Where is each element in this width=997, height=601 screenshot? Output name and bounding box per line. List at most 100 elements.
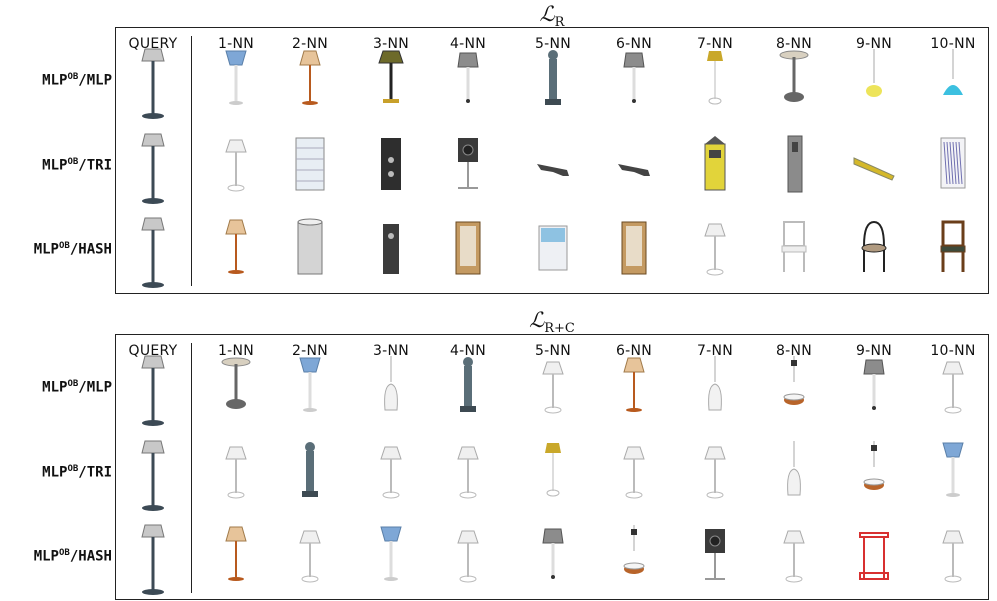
row-label-superscript: OB <box>67 72 79 82</box>
column-header: 6-NN <box>615 343 653 359</box>
query-thumbnail <box>123 45 183 121</box>
nn-thumbnail <box>923 214 983 290</box>
chair-black-icon <box>861 220 887 272</box>
nn-thumbnail <box>923 130 983 206</box>
speaker-stand-icon <box>458 138 478 189</box>
column-header: 1-NN <box>217 36 255 52</box>
row-label-method: MLP <box>42 157 68 174</box>
nn-thumbnail <box>438 130 498 206</box>
gun-icon <box>618 164 650 176</box>
row-label: MLPOB/HASH <box>0 241 112 258</box>
row-label: MLPOB/TRI <box>0 157 112 174</box>
nn-thumbnail <box>361 437 421 513</box>
lamp-white-icon <box>942 361 964 414</box>
column-header: 8-NN <box>775 36 813 52</box>
nn-thumbnail <box>604 214 664 290</box>
row-label-superscript: OB <box>59 548 70 558</box>
nn-thumbnail <box>280 437 340 513</box>
lamp-yellow-icon <box>545 443 561 497</box>
nn-thumbnail <box>604 352 664 428</box>
nn-thumbnail <box>523 214 583 290</box>
tower-dark-icon <box>383 224 399 274</box>
nn-thumbnail <box>685 352 745 428</box>
column-header: 5-NN <box>534 343 572 359</box>
row-label-variant: /HASH <box>69 241 112 258</box>
lamp-blue-icon <box>225 50 247 105</box>
column-header: 8-NN <box>775 343 813 359</box>
query-thumbnail <box>123 214 183 290</box>
lamp-white-icon <box>623 446 645 499</box>
row-label: MLPOB/MLP <box>0 379 112 396</box>
lamp-blue-icon <box>942 442 964 497</box>
query-thumbnail <box>123 130 183 206</box>
pendant-dark-icon <box>623 525 645 574</box>
nn-thumbnail <box>361 352 421 428</box>
pendant-white-icon <box>384 356 398 411</box>
lamp-white-icon <box>704 223 726 276</box>
nn-thumbnail <box>206 352 266 428</box>
gun-icon <box>537 164 569 176</box>
row-label-method: MLP <box>33 548 59 565</box>
nn-thumbnail <box>438 214 498 290</box>
table-lamp-icon <box>221 357 251 409</box>
nn-thumbnail <box>923 352 983 428</box>
column-header: 7-NN <box>696 36 734 52</box>
lamp-blue-icon <box>299 357 321 412</box>
nn-thumbnail <box>764 521 824 597</box>
nn-thumbnail <box>438 521 498 597</box>
nn-thumbnail <box>764 352 824 428</box>
floor-lamp-gray-icon <box>141 48 165 119</box>
column-header: 9-NN <box>855 343 893 359</box>
pendant-white-icon <box>708 356 722 411</box>
floor-lamp-gray-icon <box>141 355 165 426</box>
table-red-icon <box>859 532 889 580</box>
chair-brown-icon <box>940 220 966 272</box>
nn-thumbnail <box>361 45 421 121</box>
nn-thumbnail <box>685 214 745 290</box>
speaker-icon <box>381 138 401 190</box>
nn-thumbnail <box>844 45 904 121</box>
lamp-orange-icon <box>225 219 247 274</box>
panel-1-title-symbol: ℒ <box>539 2 555 26</box>
nn-thumbnail <box>604 437 664 513</box>
row-label-variant: /MLP <box>78 379 112 396</box>
nn-thumbnail <box>844 352 904 428</box>
row-label: MLPOB/MLP <box>0 72 112 89</box>
nn-thumbnail <box>280 521 340 597</box>
row-label: MLPOB/TRI <box>0 464 112 481</box>
lamp-orange-icon <box>299 50 321 105</box>
column-header: 1-NN <box>217 343 255 359</box>
column-header: 10-NN <box>930 343 976 359</box>
nn-thumbnail <box>764 45 824 121</box>
nn-thumbnail <box>280 214 340 290</box>
floor-lamp-gray-icon <box>141 524 165 595</box>
lamp-white-icon <box>380 446 402 499</box>
panel-1-title-subscript: R <box>554 15 565 31</box>
column-header: 4-NN <box>449 36 487 52</box>
chair-white-icon <box>781 221 807 272</box>
panel-2-title-subscript: R+C <box>544 321 575 337</box>
panel-1-title: ℒR <box>115 2 989 30</box>
pendant-yellow-icon <box>866 49 882 97</box>
nn-thumbnail <box>523 45 583 121</box>
lamp-white-icon <box>225 139 247 192</box>
query-thumbnail <box>123 437 183 513</box>
lamp-white-icon <box>704 446 726 499</box>
lamp-orange-icon <box>225 526 247 581</box>
column-header: 5-NN <box>534 36 572 52</box>
column-header: 3-NN <box>372 36 410 52</box>
gun-yellow-icon <box>853 157 895 181</box>
row-label-superscript: OB <box>67 379 79 389</box>
shelf-blue-icon <box>538 225 568 271</box>
cabinet-wood-icon <box>621 221 647 275</box>
lamp-blue-icon <box>380 526 402 581</box>
nn-thumbnail <box>844 214 904 290</box>
nn-thumbnail <box>844 130 904 206</box>
pendant-white-icon <box>787 441 801 496</box>
nn-thumbnail <box>438 45 498 121</box>
query-header: QUERY <box>128 36 178 52</box>
lamp-gray-icon <box>863 359 885 410</box>
pendant-dark-icon <box>863 441 885 490</box>
